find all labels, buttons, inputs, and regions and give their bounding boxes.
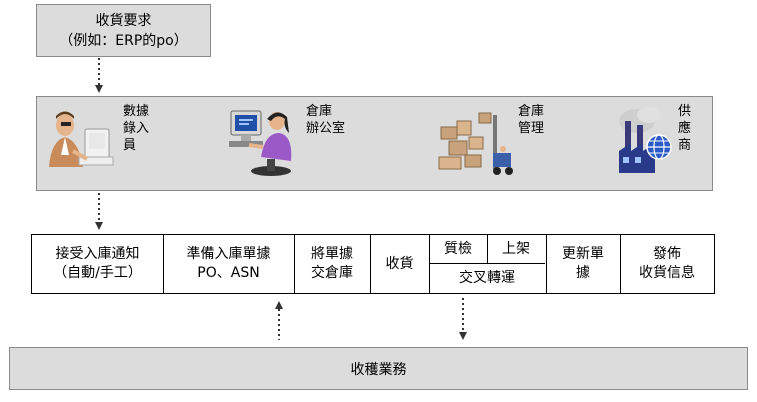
step-qc-putaway-group: 質檢 上架 交叉轉運 [429,235,547,293]
step-quality-check: 質檢 [429,235,488,264]
receiving-operations-box: 收穫業務 [9,347,748,390]
actor-label-office: 倉庫 辦公室 [306,104,346,136]
request-box: 收貨要求 （例如：ERP的po） [36,4,211,57]
step-receive-notice: 接受入庫通知 （自動/手工） [32,235,164,293]
step-putaway: 上架 [487,235,545,264]
arrow-down-1 [94,58,104,94]
step-receiving: 收貨 [370,235,430,293]
actors-band: 數據 錄入 員 倉庫 辦公室 [36,96,713,191]
request-example: （例如：ERP的po） [59,32,188,49]
step-update-documents: 更新單 據 [546,235,621,293]
forklift-warehouse-icon [435,105,515,177]
step-deliver-documents: 將單據 交倉庫 [294,235,371,293]
process-row: 接受入庫通知 （自動/手工） 準備入庫單據 PO、ASN 將單據 交倉庫 收貨 … [31,234,715,294]
actor-label-supplier: 供 應 商 [678,104,692,153]
office-worker-icon [227,107,299,179]
receiving-operations-label: 收穫業務 [350,361,407,378]
arrow-down-3 [458,298,468,342]
actor-label-warehouse-mgmt: 倉庫 管理 [518,104,545,136]
request-title: 收貨要求 [95,12,152,29]
data-entry-clerk-icon [43,107,115,173]
actor-label-data-entry: 數據 錄入 員 [123,104,150,153]
step-prepare-documents: 準備入庫單據 PO、ASN [163,235,295,293]
step-cross-docking: 交叉轉運 [459,270,515,286]
arrow-up-1 [274,300,284,340]
step-publish-receipt: 發佈 收貨信息 [639,246,695,281]
factory-globe-icon [617,107,673,175]
arrow-down-2 [94,193,104,231]
